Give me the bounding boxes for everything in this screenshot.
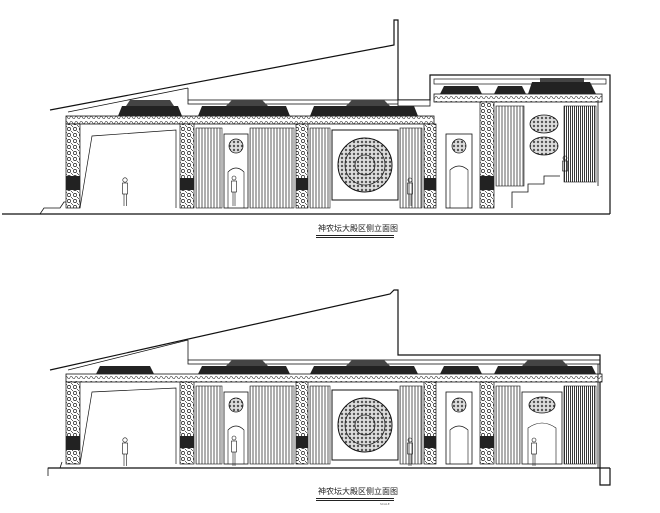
medallion-right-top [529, 114, 559, 134]
roof-underside [67, 87, 189, 113]
caption-upper: 神农坛大殿区侧立面图 [318, 224, 398, 233]
panel-bay2-right [249, 127, 295, 209]
figure-4 [562, 155, 568, 172]
caption-lower-underline [316, 498, 394, 500]
caption-lower-underline-2 [316, 500, 394, 501]
figure-1 [122, 437, 128, 466]
medallion-bay2 [228, 138, 244, 154]
door-right [521, 391, 563, 465]
panel-bay2-left [195, 127, 223, 209]
pillars [65, 101, 495, 209]
entry-steps [2, 201, 68, 215]
figure-1 [122, 177, 128, 206]
figure-2 [231, 435, 237, 466]
roof-underside [67, 339, 189, 371]
pillars [65, 381, 495, 465]
panel-bay3-left [309, 385, 331, 465]
cornice-annex [433, 93, 603, 103]
lower-elevation [47, 289, 611, 486]
panel-bay3-left [309, 127, 331, 209]
panel-bay3-right [399, 127, 423, 209]
figure-2 [231, 175, 237, 206]
annex-wall [397, 99, 431, 107]
panel-bay3-right [399, 385, 423, 465]
cornice-main [65, 115, 435, 125]
cornice-main [65, 373, 603, 383]
left-bay-opening [79, 129, 177, 209]
medallion-bay2 [228, 397, 244, 413]
panel-right-b [563, 385, 597, 465]
panel-right-b [563, 105, 597, 183]
medallion-right-bottom [529, 136, 559, 156]
roof-section [49, 289, 611, 486]
panel-bay2-left [195, 385, 223, 465]
caption-upper-underline-2 [316, 237, 394, 238]
relief-disc [337, 397, 393, 453]
medallion-annex [451, 138, 467, 154]
figure-4 [531, 437, 537, 466]
caption-upper-underline [316, 235, 394, 237]
roof-band [187, 359, 601, 365]
annex-parapet [433, 78, 607, 85]
figure-3 [407, 437, 413, 466]
scale-note-lower: SCALE [380, 502, 390, 506]
panel-bay2-right [249, 385, 295, 465]
upper-elevation [2, 19, 611, 215]
relief-disc [337, 137, 393, 193]
panel-right-a [495, 105, 525, 187]
roof-crowns [96, 360, 596, 374]
roof-crowns [118, 78, 596, 116]
medallion-annex [451, 397, 467, 413]
figure-3 [407, 177, 413, 206]
panel-right-a [495, 385, 521, 465]
entry-steps [47, 461, 63, 476]
medallion-right [528, 396, 556, 414]
left-bay-opening [79, 387, 177, 465]
caption-lower: 神农坛大殿区侧立面图 [318, 487, 398, 496]
stair-annex [511, 175, 560, 208]
